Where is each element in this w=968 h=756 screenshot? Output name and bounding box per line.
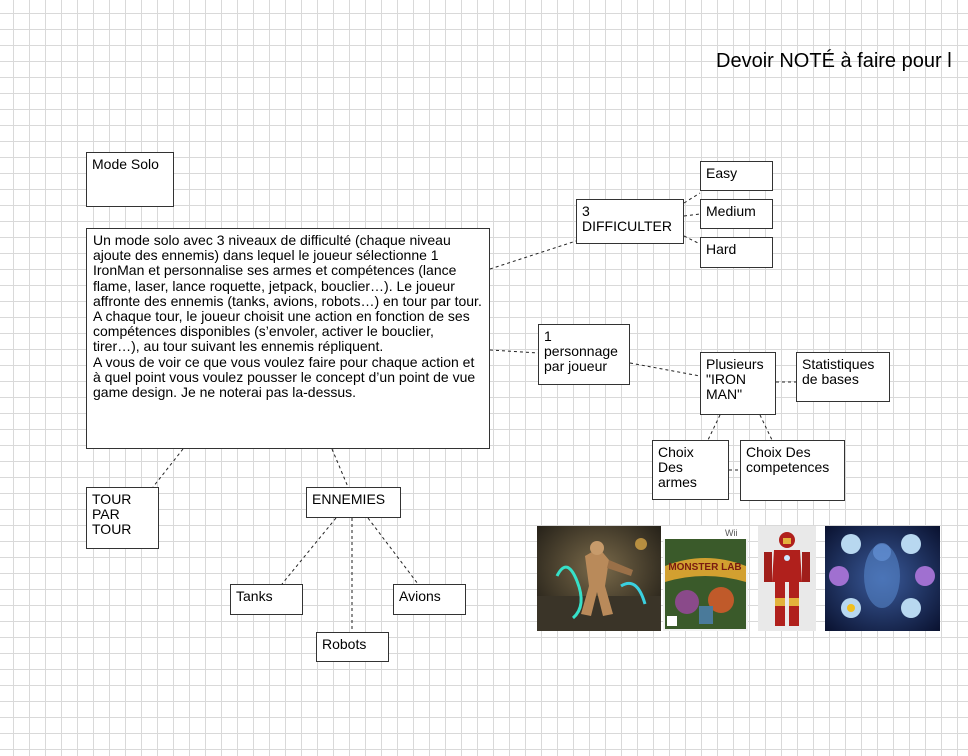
connector-desc-personnage (489, 349, 539, 354)
statistiques-node[interactable]: Statistiques de bases (796, 352, 890, 402)
choix-competences-node[interactable]: Choix Des competences (740, 440, 845, 501)
medium-node[interactable]: Medium (700, 199, 773, 229)
description-node[interactable]: Un mode solo avec 3 niveaux de difficult… (86, 228, 490, 449)
hard-node[interactable]: Hard (700, 237, 773, 268)
connector-ennemies-tanks (281, 517, 337, 585)
connector-desc-tour (152, 448, 184, 488)
ability-wheel-image (825, 526, 940, 631)
connector-desc-difficulter (489, 240, 577, 270)
page-title: Devoir NOTÉ à faire pour l (716, 50, 952, 72)
description-paragraph-1: Un mode solo avec 3 niveaux de difficult… (93, 232, 482, 355)
tour-par-tour-node[interactable]: TOUR PAR TOUR (86, 487, 159, 549)
ennemies-node[interactable]: ENNEMIES (306, 487, 401, 518)
difficulter-node[interactable]: 3 DIFFICULTER (576, 199, 684, 244)
iron-man-figure-image (758, 526, 816, 631)
plusieurs-ironman-node[interactable]: Plusieurs "IRON MAN" (700, 352, 776, 415)
tanks-node[interactable]: Tanks (230, 584, 303, 615)
personnage-node[interactable]: 1 personnage par joueur (538, 324, 630, 385)
connector-desc-ennemies (331, 448, 349, 488)
connector-ennemies-avions (367, 517, 419, 585)
monster-lab-logo: MONSTER LAB (668, 562, 741, 573)
connector-ironman-competences (759, 414, 773, 441)
connector-personnage-ironman (629, 362, 701, 377)
game-screenshot-image (537, 526, 661, 631)
connector-ironman-armes (707, 414, 721, 441)
mode-solo-node[interactable]: Mode Solo (86, 152, 174, 207)
connector-difficulter-easy (683, 192, 701, 204)
avions-node[interactable]: Avions (393, 584, 466, 615)
monster-lab-wii-cover-image: Wii MONSTER LAB (663, 526, 748, 631)
description-paragraph-2: A vous de voir ce que vous voulez faire … (93, 353, 476, 401)
wii-label: Wii (725, 528, 738, 538)
easy-node[interactable]: Easy (700, 161, 773, 191)
robots-node[interactable]: Robots (316, 632, 389, 662)
connector-difficulter-medium (683, 213, 701, 217)
choix-armes-node[interactable]: Choix Des armes (652, 440, 729, 500)
connector-difficulter-hard (683, 235, 701, 245)
